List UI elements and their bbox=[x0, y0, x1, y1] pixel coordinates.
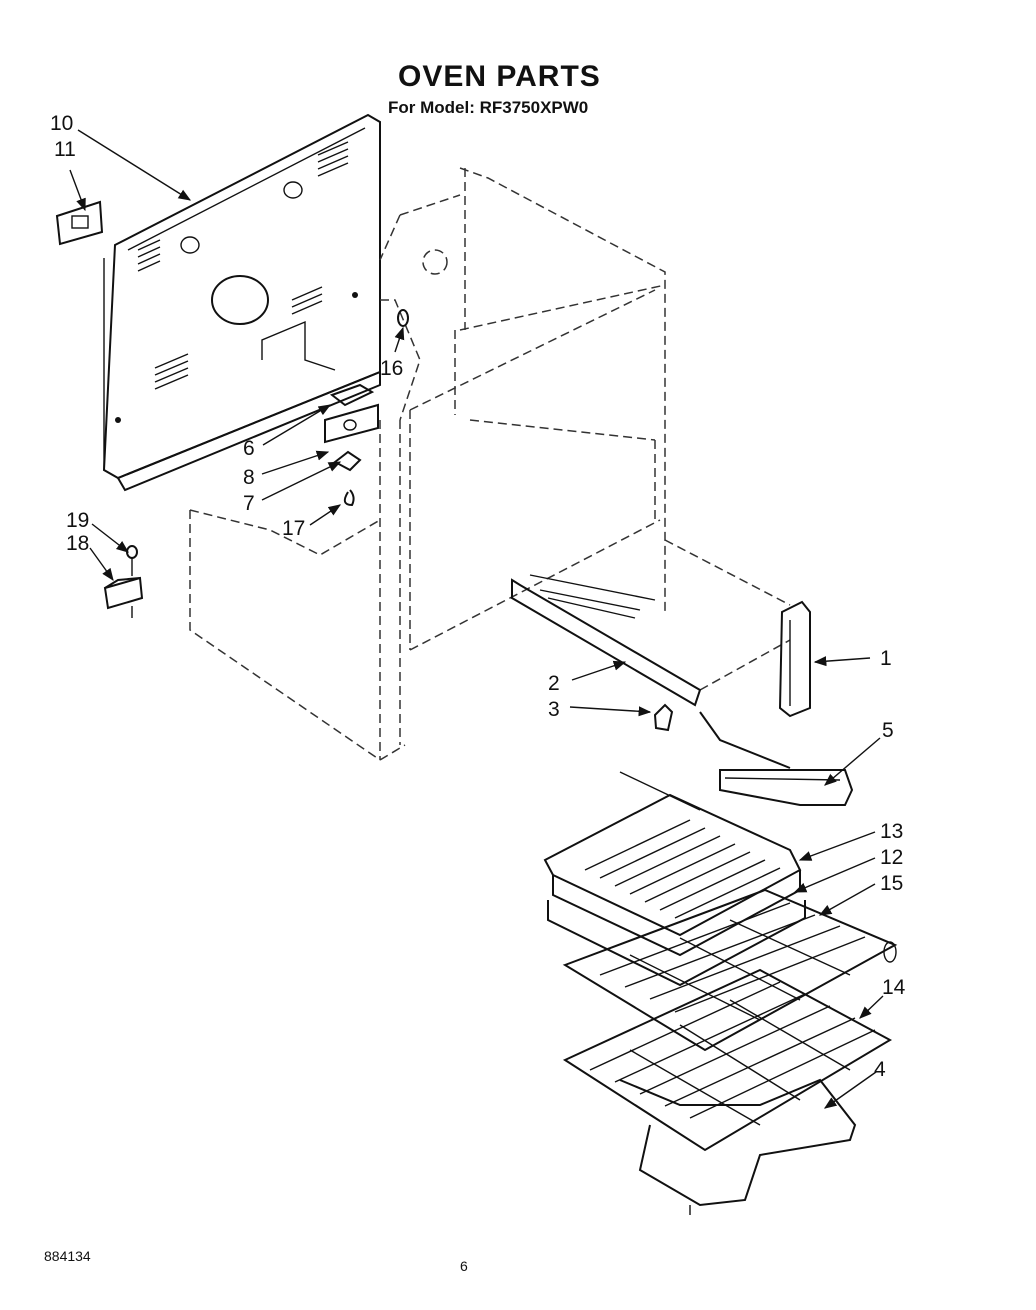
callout-7: 7 bbox=[243, 492, 255, 515]
side-bracket-part bbox=[778, 600, 811, 718]
frame-rail-part bbox=[511, 574, 702, 707]
oven-rack-part bbox=[562, 888, 898, 1052]
back-panel-part bbox=[102, 113, 381, 492]
callout-19: 19 bbox=[66, 509, 89, 532]
callout-5: 5 bbox=[882, 719, 894, 742]
page-number: 6 bbox=[460, 1258, 468, 1274]
callout-6: 6 bbox=[243, 437, 255, 460]
callout-4: 4 bbox=[874, 1058, 886, 1081]
callout-10: 10 bbox=[50, 112, 73, 135]
callout-8: 8 bbox=[243, 466, 255, 489]
callout-13: 13 bbox=[880, 820, 903, 843]
clip-part bbox=[653, 703, 674, 732]
callout-14: 14 bbox=[882, 976, 906, 999]
cover-plate-part bbox=[55, 200, 104, 246]
callout-11: 11 bbox=[54, 138, 76, 161]
callout-17: 17 bbox=[282, 517, 305, 540]
callout-18: 18 bbox=[66, 532, 89, 555]
callout-3: 3 bbox=[548, 698, 560, 721]
callout-1: 1 bbox=[880, 647, 892, 670]
callout-15: 15 bbox=[880, 872, 903, 895]
broil-element-part bbox=[619, 1078, 857, 1215]
small-brackets bbox=[324, 309, 409, 507]
oven-cavity-outline bbox=[189, 167, 791, 761]
page-title: OVEN PARTS bbox=[398, 60, 601, 93]
leader-lines bbox=[69, 129, 884, 1109]
broiler-pan-part bbox=[543, 771, 806, 987]
lower-rack-part bbox=[562, 968, 893, 1152]
callout-2: 2 bbox=[548, 672, 560, 695]
bake-element-part bbox=[699, 711, 854, 806]
model-subtitle: For Model: RF3750XPW0 bbox=[388, 98, 589, 117]
document-number: 884134 bbox=[44, 1248, 91, 1264]
switch-part bbox=[103, 545, 144, 618]
callout-16: 16 bbox=[380, 357, 403, 380]
callout-12: 12 bbox=[880, 846, 903, 869]
